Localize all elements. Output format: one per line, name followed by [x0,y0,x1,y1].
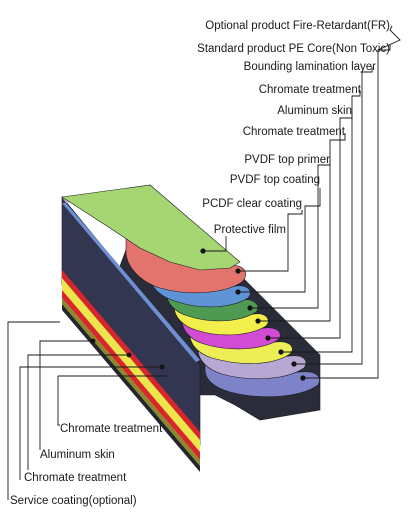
label-clear-coating: PCDF clear coating [202,198,302,210]
leader-service-coating [7,321,60,500]
label-protective-film: Protective film [214,224,286,236]
leader-clear-coating [238,210,303,272]
label-aluminum-top: Aluminum skin [277,105,352,117]
edge-stripe-blue [62,203,200,362]
label-service-coating: Service coating(optional) [10,495,137,507]
leader-bottom-aluminum [27,354,129,470]
layer-protective-film [61,184,241,271]
leader-top-coating [238,188,321,293]
leader-bonding [294,67,373,365]
labels-bottom: Chromate treatment Aluminum skin Chromat… [10,423,163,507]
label-top-primer: PVDF top primer [244,154,330,166]
label-bottom-chromate-2: Chromate treatment [24,472,127,484]
leader-chromate-2 [281,90,361,353]
label-top-coating: PVDF top coating [230,174,320,186]
label-pe-core: Standard product PE Core(Non Toxic) [197,43,390,55]
leader-bottom-chromate-1 [57,376,60,426]
label-bonding: Bounding lamination layer [244,61,377,73]
leader-chromate-1 [258,133,346,322]
label-bottom-aluminum: Aluminum skin [40,449,115,461]
leader-fr [377,25,401,51]
leader-bottom-aluminum-a [39,340,93,450]
label-chromate-top-2: Chromate treatment [259,84,362,96]
leader-protective-film [203,236,227,252]
label-chromate-top-1: Chromate treatment [243,126,346,138]
leader-bottom-chromate-2 [19,366,162,480]
leader-lines-bottom [7,321,168,500]
label-bottom-chromate-1: Chromate treatment [60,423,163,435]
stripe-olive [62,298,200,466]
labels-right: Optional product Fire-Retardant(FR) Stan… [197,20,390,236]
stripe-yellow-1 [62,278,200,452]
stripe-red-2 [62,290,200,460]
label-fr: Optional product Fire-Retardant(FR) [205,20,390,32]
leader-lines-right [203,25,401,379]
slab-bottom-edge [62,304,200,472]
